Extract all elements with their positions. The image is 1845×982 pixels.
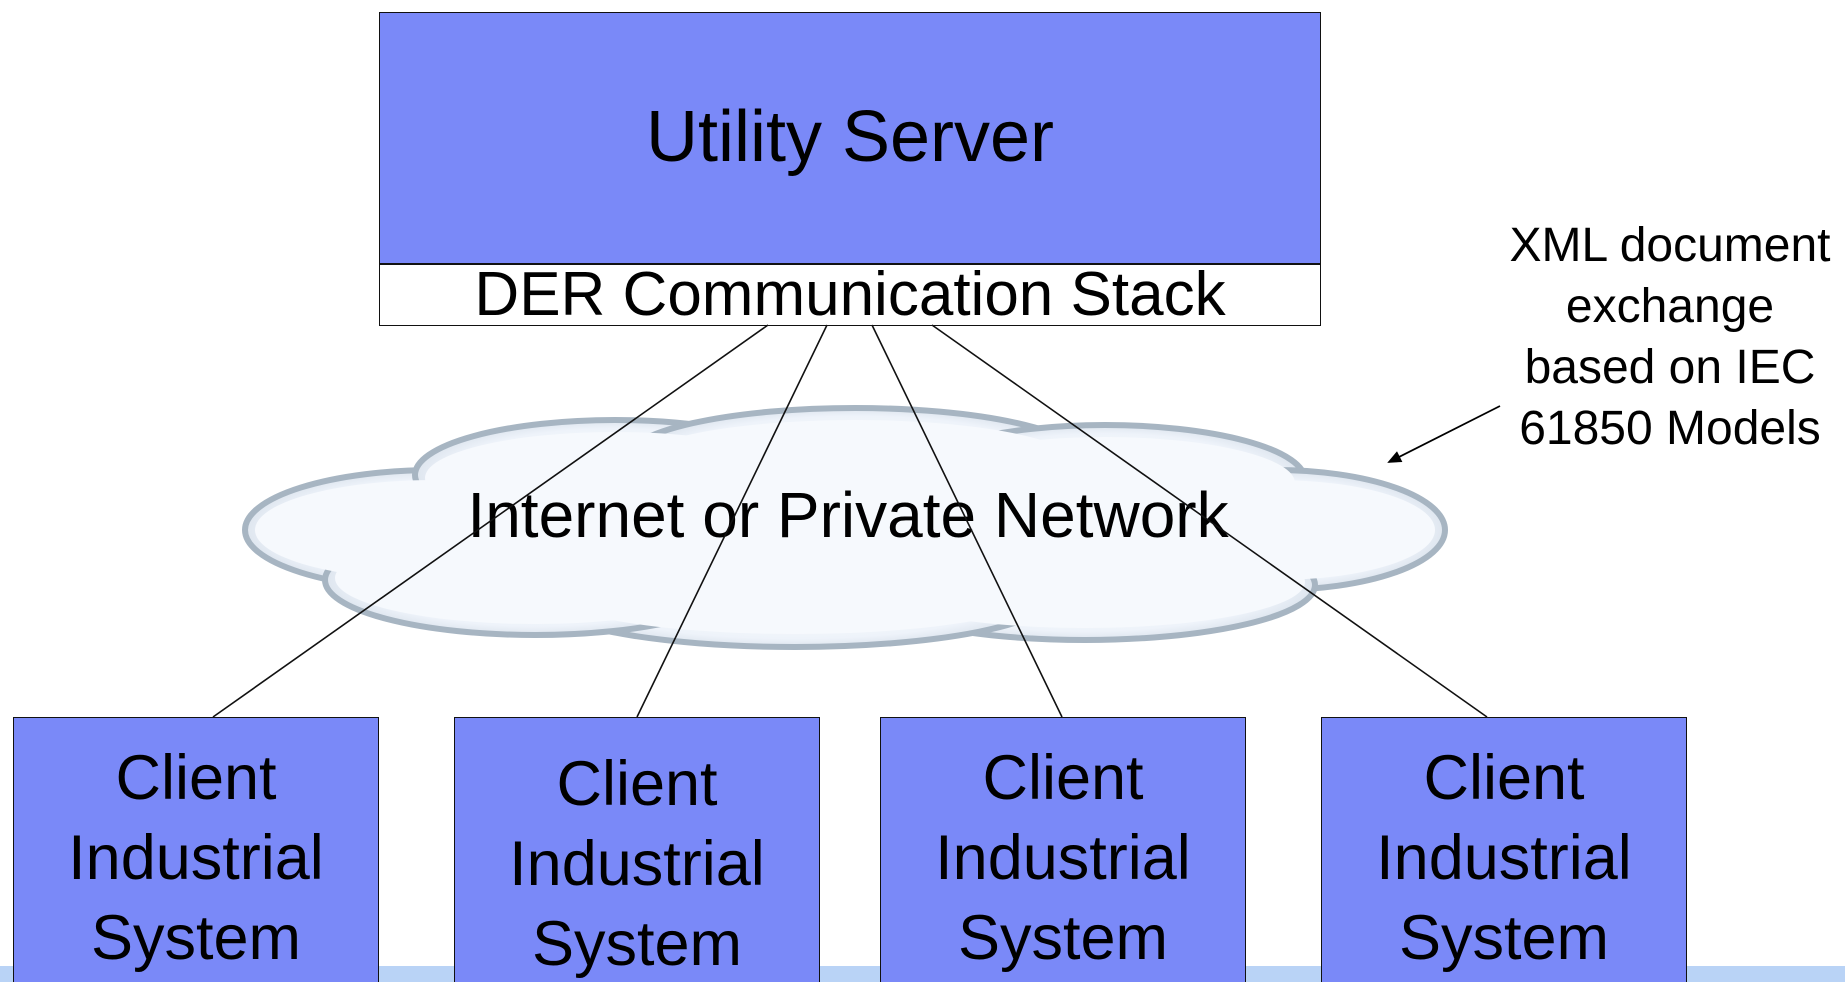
client-label-line: Client xyxy=(556,749,718,819)
client-label-line: Industrial xyxy=(935,823,1191,893)
client-label-line: System xyxy=(957,903,1169,973)
utility-server-box: Utility Server xyxy=(379,12,1321,264)
client-label-line: System xyxy=(531,909,743,979)
connection-line-client-4 xyxy=(931,324,1488,718)
der-communication-stack-label: DER Communication Stack xyxy=(474,264,1226,326)
annotation-line: based on IEC xyxy=(1524,341,1816,394)
xml-exchange-annotation: XML document exchange based on IEC 61850… xyxy=(1480,215,1845,459)
client-industrial-system-4: Client Industrial System xyxy=(1321,717,1687,982)
client-label-line: Industrial xyxy=(509,829,765,899)
client-label-line: Client xyxy=(982,743,1144,813)
network-cloud xyxy=(242,405,1448,650)
connection-line-client-3 xyxy=(871,324,1063,718)
client-label-line: Industrial xyxy=(1376,823,1632,893)
client-industrial-system-2: Client Industrial System xyxy=(454,717,820,982)
client-industrial-system-1: Client Industrial System xyxy=(13,717,379,982)
client-industrial-system-3: Client Industrial System xyxy=(880,717,1246,982)
annotation-line: 61850 Models xyxy=(1519,402,1821,455)
der-communication-stack-box: DER Communication Stack xyxy=(379,264,1321,326)
client-label-line: Client xyxy=(115,743,277,813)
annotation-line: XML document xyxy=(1509,219,1831,272)
client-label-line: System xyxy=(1398,903,1610,973)
utility-server-label: Utility Server xyxy=(645,97,1055,177)
network-label: Internet or Private Network xyxy=(467,479,1229,551)
annotation-line: exchange xyxy=(1565,280,1775,333)
client-label-line: Client xyxy=(1423,743,1585,813)
client-label-line: System xyxy=(90,903,302,973)
client-label-line: Industrial xyxy=(68,823,324,893)
connection-line-client-2 xyxy=(636,324,828,718)
connection-line-client-1 xyxy=(212,324,769,718)
